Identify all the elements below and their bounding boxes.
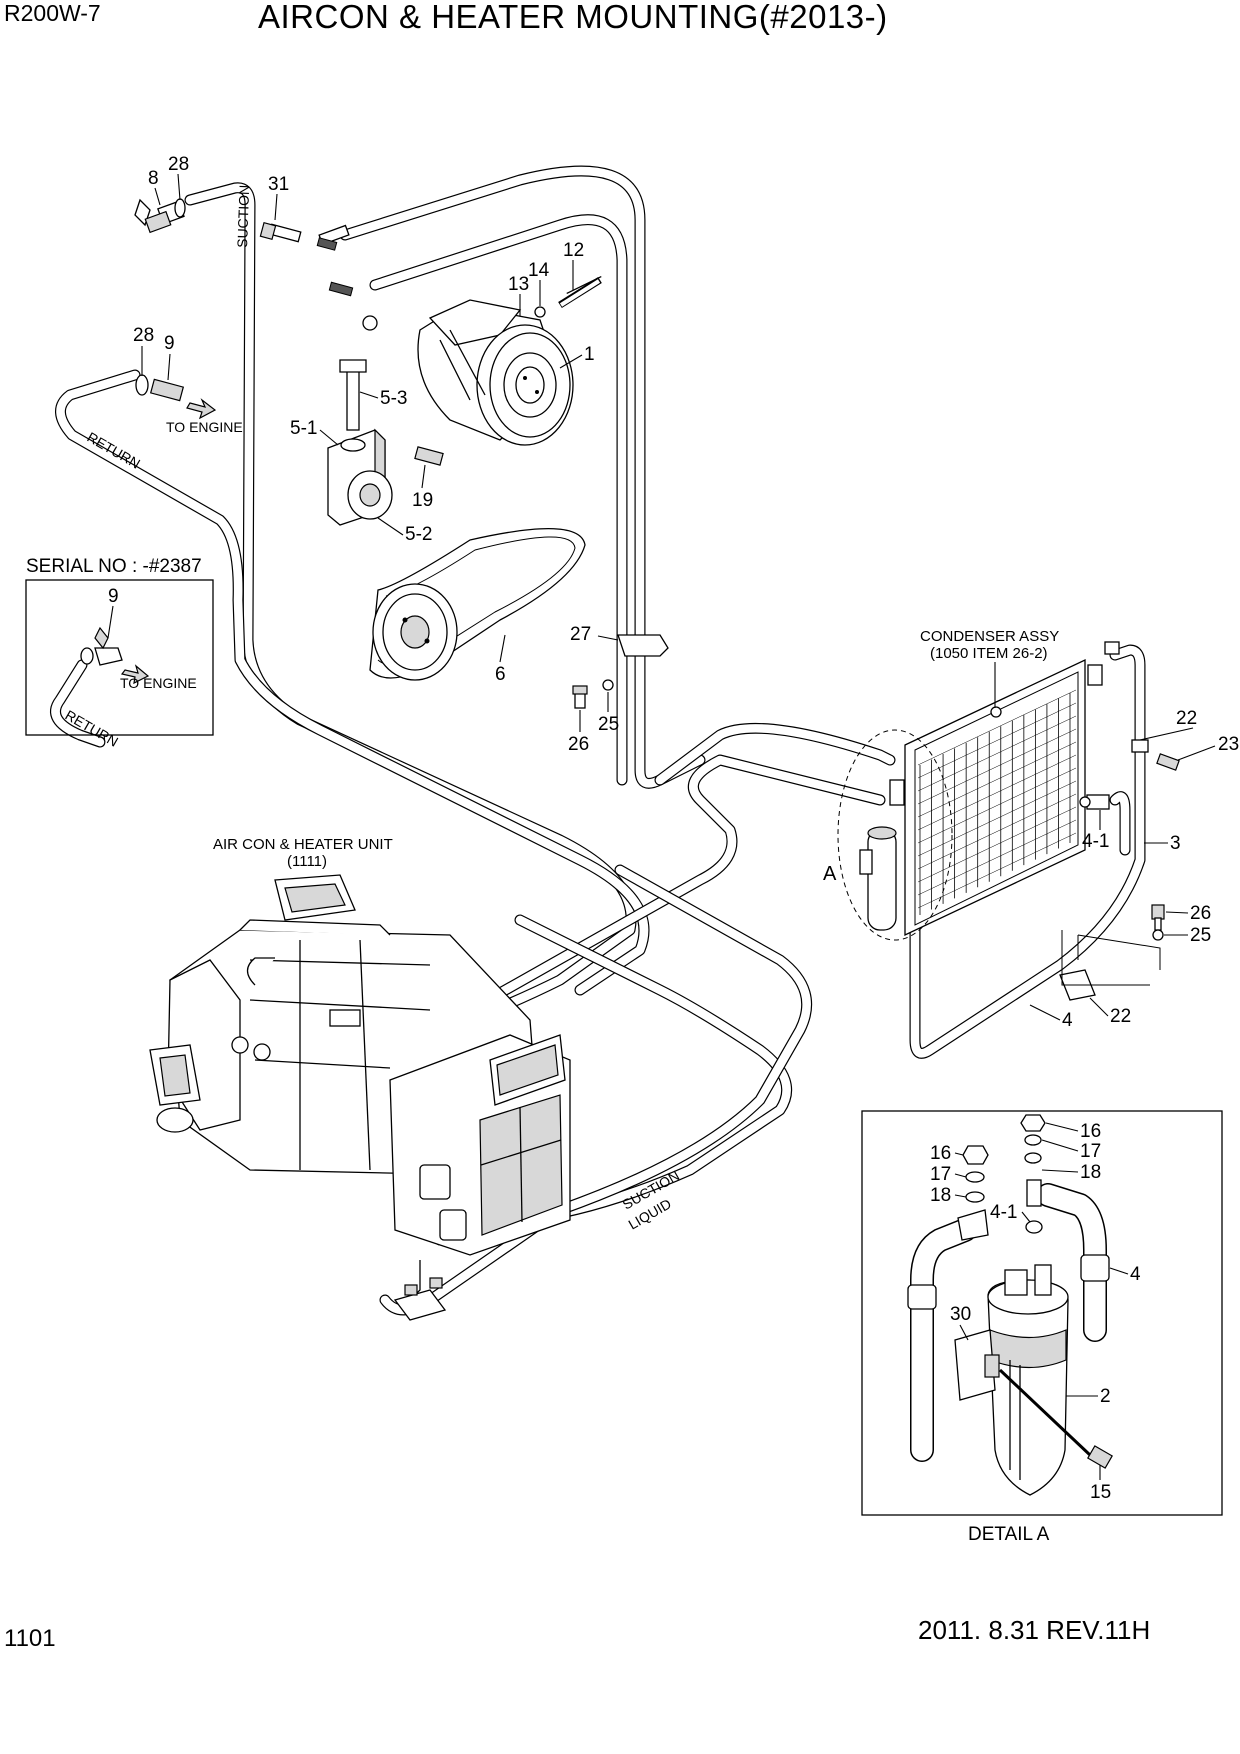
- condenser-fittings: [1059, 641, 1180, 1001]
- detail-callout-18-left: 18: [930, 1185, 951, 1206]
- condenser-fin-row: [917, 806, 1077, 883]
- inset-fitting-9: [80, 626, 150, 685]
- revision-date: 2011. 8.31 REV.11H: [918, 1615, 1151, 1645]
- condenser-fin-row: [917, 832, 1077, 909]
- model-code: R200W-7: [4, 0, 101, 26]
- fitting-8-28: [134, 198, 186, 234]
- condenser-fin-row: [917, 702, 1077, 779]
- callout-1: 1: [584, 344, 595, 365]
- to-engine-label: TO ENGINE: [166, 419, 243, 435]
- condenser-label-2: (1050 ITEM 26-2): [930, 645, 1048, 662]
- detail-a-receiver-dryer: [907, 1114, 1113, 1496]
- callout-5-2: 5-2: [405, 524, 432, 545]
- detail-callout-15: 15: [1090, 1482, 1111, 1503]
- to-engine-label-inset: TO ENGINE: [120, 675, 197, 691]
- detail-callout-17-left: 17: [930, 1164, 951, 1185]
- condenser-label-1: CONDENSER ASSY: [920, 628, 1059, 645]
- callout-9: 9: [164, 333, 175, 354]
- clamp-27: [572, 634, 669, 709]
- tensioner-5: [327, 359, 444, 526]
- callout-28-return: 28: [133, 325, 154, 346]
- callout-26-condenser: 26: [1190, 903, 1211, 924]
- condenser-fin-row: [917, 754, 1077, 831]
- aircon-heater-unit: [149, 874, 571, 1301]
- condenser-fin-row: [917, 715, 1077, 792]
- detail-callout-30: 30: [950, 1304, 971, 1325]
- detail-marker-a: A: [823, 863, 837, 885]
- condenser-fin-row: [917, 689, 1077, 766]
- bolt-31: [259, 221, 378, 331]
- serial-inset-box: [25, 579, 214, 736]
- serial-number-label: SERIAL NO : -#2387: [26, 556, 202, 577]
- callout-13: 13: [508, 274, 529, 295]
- detail-callout-2: 2: [1100, 1386, 1111, 1407]
- page-title: AIRCON & HEATER MOUNTING(#2013-): [258, 0, 888, 35]
- condenser-fin-row: [917, 728, 1077, 805]
- condenser-fin-row: [917, 741, 1077, 818]
- aircon-unit-label-2: (1111): [287, 853, 327, 870]
- callout-22-upper: 22: [1176, 708, 1197, 729]
- condenser-fin-row: [917, 793, 1077, 870]
- callout-5-1: 5-1: [290, 418, 317, 439]
- callout-19: 19: [412, 490, 433, 511]
- detail-callout-4: 4: [1130, 1264, 1141, 1285]
- receiver-dryer-main: [837, 729, 953, 941]
- belt-6: [369, 528, 586, 681]
- callout-31: 31: [268, 174, 289, 195]
- detail-callout-18-right: 18: [1080, 1162, 1101, 1183]
- condenser-fin-row: [917, 819, 1077, 896]
- detail-a-title: DETAIL A: [968, 1524, 1050, 1545]
- compressor-1: [417, 299, 574, 446]
- detail-callout-4-1: 4-1: [990, 1202, 1017, 1223]
- callout-25-clamp: 25: [598, 714, 619, 735]
- callout-5-3: 5-3: [380, 388, 407, 409]
- aircon-unit-label-1: AIR CON & HEATER UNIT: [213, 836, 393, 853]
- condenser-fin-row: [917, 767, 1077, 844]
- hose-routes: [50, 165, 1146, 1316]
- callout-4-1: 4-1: [1082, 831, 1109, 852]
- fitting-9-28: [135, 374, 217, 420]
- callout-4: 4: [1062, 1010, 1073, 1031]
- detail-callout-17-right: 17: [1080, 1141, 1101, 1162]
- callout-14: 14: [528, 260, 550, 281]
- detail-callout-16-right: 16: [1080, 1121, 1101, 1142]
- callout-26-clamp: 26: [568, 734, 589, 755]
- condenser-fin-row: [917, 780, 1077, 857]
- condenser-assy: [889, 658, 1103, 937]
- hose-label-suction: SUCTION: [234, 185, 252, 249]
- callout-27: 27: [570, 624, 591, 645]
- callout-8: 8: [148, 168, 159, 189]
- detail-callout-16-left: 16: [930, 1143, 951, 1164]
- detail-a-box: [861, 1110, 1223, 1516]
- callout-9-inset: 9: [108, 586, 119, 607]
- callout-3: 3: [1170, 833, 1181, 854]
- page-number: 1101: [4, 1625, 56, 1652]
- expansion-fitting: [393, 1277, 447, 1321]
- callout-12: 12: [563, 240, 584, 261]
- callout-6: 6: [495, 664, 506, 685]
- callout-23: 23: [1218, 734, 1239, 755]
- callout-25-condenser: 25: [1190, 925, 1211, 946]
- callout-22-lower: 22: [1110, 1006, 1131, 1027]
- callout-28-top: 28: [168, 154, 189, 175]
